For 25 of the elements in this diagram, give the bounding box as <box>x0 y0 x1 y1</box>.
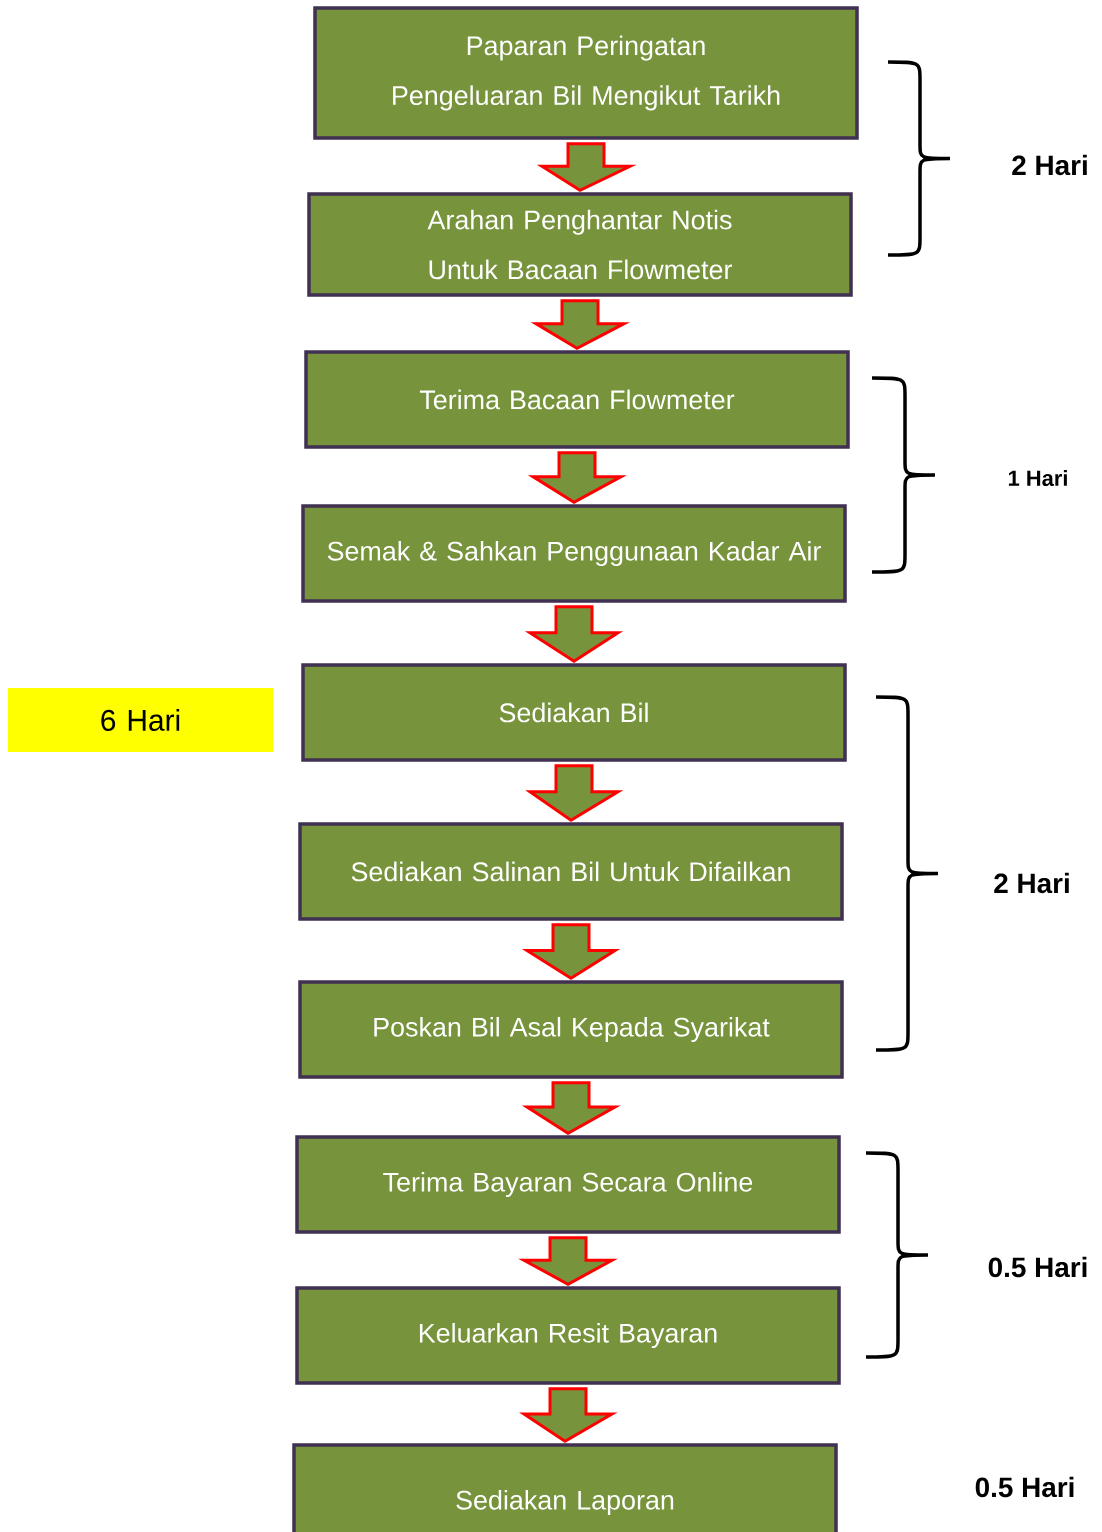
block-arrow <box>524 605 624 664</box>
duration-label: 0.5 Hari <box>975 1476 1074 1498</box>
duration-label: 1 Hari <box>1008 469 1067 487</box>
block-arrow <box>530 299 631 350</box>
block-arrow <box>518 1236 618 1286</box>
block-arrow <box>525 764 624 823</box>
duration-label: 2 Hari <box>1012 154 1087 176</box>
process-box: Terima Bayaran Secara Online <box>295 1135 841 1234</box>
duration-label: 0.5 Hari <box>988 1256 1087 1278</box>
process-box: Terima Bacaan Flowmeter <box>304 350 850 449</box>
block-arrow <box>521 1081 621 1135</box>
block-arrow <box>519 1387 618 1443</box>
process-box: Arahan Penghantar Notis Untuk Bacaan Flowmeter <box>307 192 853 297</box>
duration-label: 2 Hari <box>994 872 1069 894</box>
block-arrow <box>527 451 627 504</box>
process-box: Poskan Bil Asal Kepada Syarikat <box>298 980 844 1079</box>
process-box: Sediakan Bil <box>301 663 847 762</box>
process-box: Sediakan Laporan <box>292 1443 838 1532</box>
block-arrow <box>521 923 621 980</box>
process-box: Semak & Sahkan Penggunaan Kadar Air <box>301 504 847 603</box>
process-box: Sediakan Salinan Bil Untuk Difailkan <box>298 822 844 921</box>
block-arrow <box>536 142 637 192</box>
duration-box: 6 Hari <box>8 688 273 752</box>
process-box: Paparan Peringatan Pengeluaran Bil Mengikut Tarikh <box>313 6 859 140</box>
process-box: Keluarkan Resit Bayaran <box>295 1286 841 1385</box>
